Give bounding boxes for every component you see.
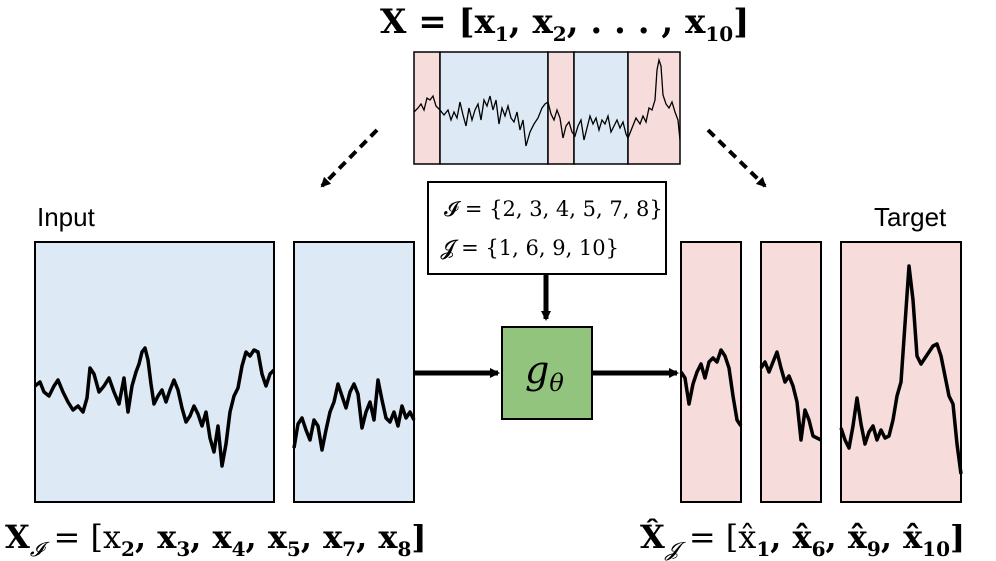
bottom-left-formula: X𝓘 = [x2, x3, x4, x5, x7, x8] [5, 518, 427, 561]
input-panel-1 [33, 241, 276, 503]
target-panel-1 [679, 241, 743, 503]
input-label: Input [37, 202, 96, 232]
top-series-line [413, 57, 681, 147]
target-label: Target [874, 202, 947, 232]
index-set-j: 𝓙 = {1, 6, 9, 10} [440, 236, 619, 260]
target-series-3 [839, 264, 963, 475]
dashed-arrow-right [706, 128, 767, 188]
target-panel-3 [839, 241, 963, 503]
target-panel-2 [759, 241, 822, 503]
model-box: gθ [501, 326, 593, 420]
top-series-strip [413, 51, 681, 165]
input-panel-2 [292, 241, 416, 503]
bottom-right-formula: X̂𝓙 = [x̂1, x̂6, x̂9, x̂10] [640, 518, 965, 561]
target-series-2 [759, 350, 822, 442]
top-formula: X = [x1, x2, . . . , x10] [380, 2, 749, 46]
index-set-box: 𝓘 = {2, 3, 4, 5, 7, 8} 𝓙 = {1, 6, 9, 10} [427, 181, 667, 275]
index-set-i: 𝓘 = {2, 3, 4, 5, 7, 8} [444, 197, 663, 221]
dashed-arrow-left [320, 128, 379, 188]
model-label: gθ [525, 348, 564, 397]
input-series-1 [33, 346, 276, 468]
input-series-2 [292, 378, 416, 452]
target-series-1 [679, 348, 743, 427]
